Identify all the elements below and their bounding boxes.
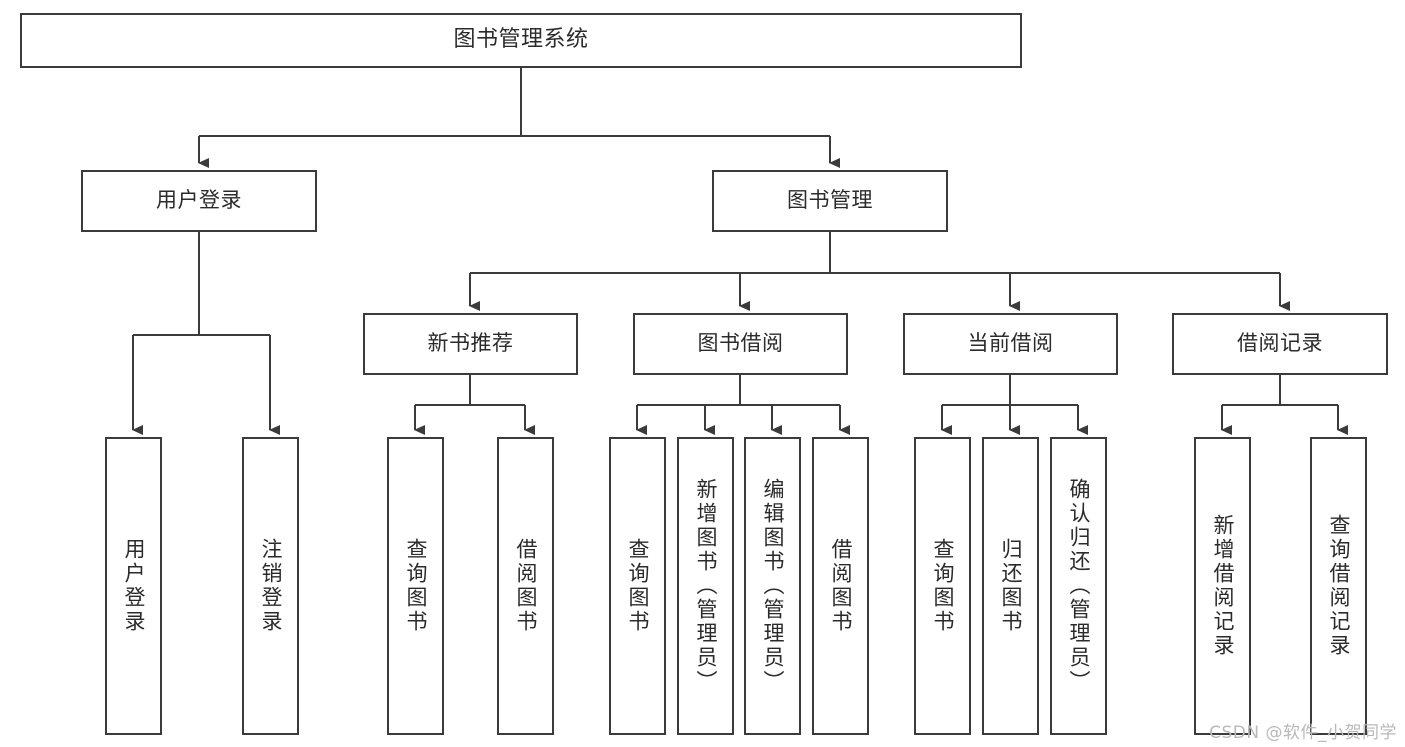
node-label: 注销登录 — [259, 538, 283, 634]
leaf-return-book[interactable]: 归还图书 — [982, 437, 1039, 735]
leaf-edit-book-admin[interactable]: 编辑图书（管理员） — [744, 437, 801, 735]
leaf-logout[interactable]: 注销登录 — [242, 437, 299, 735]
node-user-login[interactable]: 用户登录 — [81, 170, 317, 232]
node-current-borrow[interactable]: 当前借阅 — [903, 313, 1118, 375]
leaf-borrow-book-recommend[interactable]: 借阅图书 — [497, 437, 554, 735]
node-label: 查询图书 — [931, 538, 955, 634]
node-label: 编辑图书（管理员） — [761, 478, 785, 694]
node-label: 新增借阅记录 — [1211, 514, 1235, 658]
node-borrow-record[interactable]: 借阅记录 — [1172, 313, 1388, 375]
leaf-query-borrow-record[interactable]: 查询借阅记录 — [1310, 437, 1367, 735]
node-label: 查询图书 — [626, 538, 650, 634]
node-label: 借阅记录 — [1237, 331, 1323, 356]
node-label: 用户登录 — [122, 538, 146, 634]
node-book-management[interactable]: 图书管理 — [712, 170, 948, 232]
leaf-query-book-borrow[interactable]: 查询图书 — [609, 437, 666, 735]
node-root-book-management-system[interactable]: 图书管理系统 — [20, 13, 1022, 68]
node-label: 确认归还（管理员） — [1067, 478, 1091, 694]
leaf-add-book-admin[interactable]: 新增图书（管理员） — [677, 437, 734, 735]
node-label: 新增图书（管理员） — [694, 478, 718, 694]
leaf-borrow-book[interactable]: 借阅图书 — [812, 437, 869, 735]
csdn-watermark: CSDN @软件_小贺同学 — [1209, 723, 1397, 743]
node-label: 归还图书 — [999, 538, 1023, 634]
node-label: 借阅图书 — [829, 538, 853, 634]
node-label: 图书管理 — [787, 188, 873, 213]
leaf-query-book-current[interactable]: 查询图书 — [914, 437, 971, 735]
leaf-query-book-recommend[interactable]: 查询图书 — [387, 437, 444, 735]
node-label: 图书借阅 — [697, 331, 784, 356]
node-label: 当前借阅 — [967, 331, 1054, 356]
node-label: 借阅图书 — [514, 538, 538, 634]
node-label: 新书推荐 — [427, 331, 514, 356]
node-book-borrow[interactable]: 图书借阅 — [633, 313, 848, 375]
node-label: 用户登录 — [156, 188, 242, 213]
node-label: 图书管理系统 — [453, 27, 589, 53]
node-label: 查询借阅记录 — [1327, 514, 1351, 658]
leaf-add-borrow-record[interactable]: 新增借阅记录 — [1194, 437, 1251, 735]
node-new-book-recommend[interactable]: 新书推荐 — [363, 313, 578, 375]
node-label: 查询图书 — [404, 538, 428, 634]
leaf-confirm-return-admin[interactable]: 确认归还（管理员） — [1050, 437, 1107, 735]
leaf-user-login[interactable]: 用户登录 — [105, 437, 162, 735]
